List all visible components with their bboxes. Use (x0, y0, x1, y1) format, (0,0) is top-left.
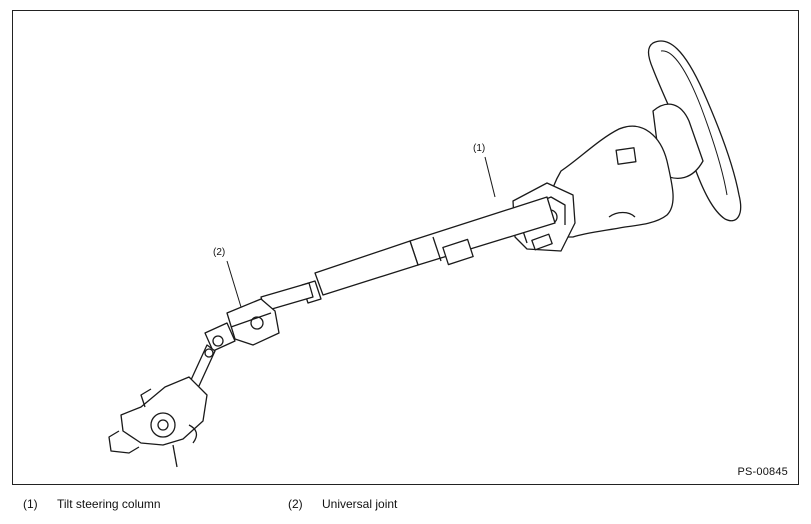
legend-number: (2) (288, 497, 303, 511)
figure-frame: (1) (2) PS-00845 (12, 10, 799, 485)
legend-number: (1) (23, 497, 38, 511)
steering-diagram: (1) (2) (108, 40, 742, 468)
callout-2: (2) (213, 247, 225, 258)
legend-label: Universal joint (322, 497, 398, 511)
leader-line-1 (484, 156, 496, 198)
leader-line-2 (226, 260, 242, 308)
legend: (1) Tilt steering column (2) Universal j… (0, 497, 811, 517)
column-tube (301, 196, 556, 304)
callout-1: (1) (473, 143, 485, 154)
legend-label: Tilt steering column (57, 497, 161, 511)
column-cover (546, 125, 674, 238)
gearbox (108, 376, 208, 468)
figure-code: PS-00845 (737, 466, 788, 478)
universal-joint (226, 282, 314, 346)
